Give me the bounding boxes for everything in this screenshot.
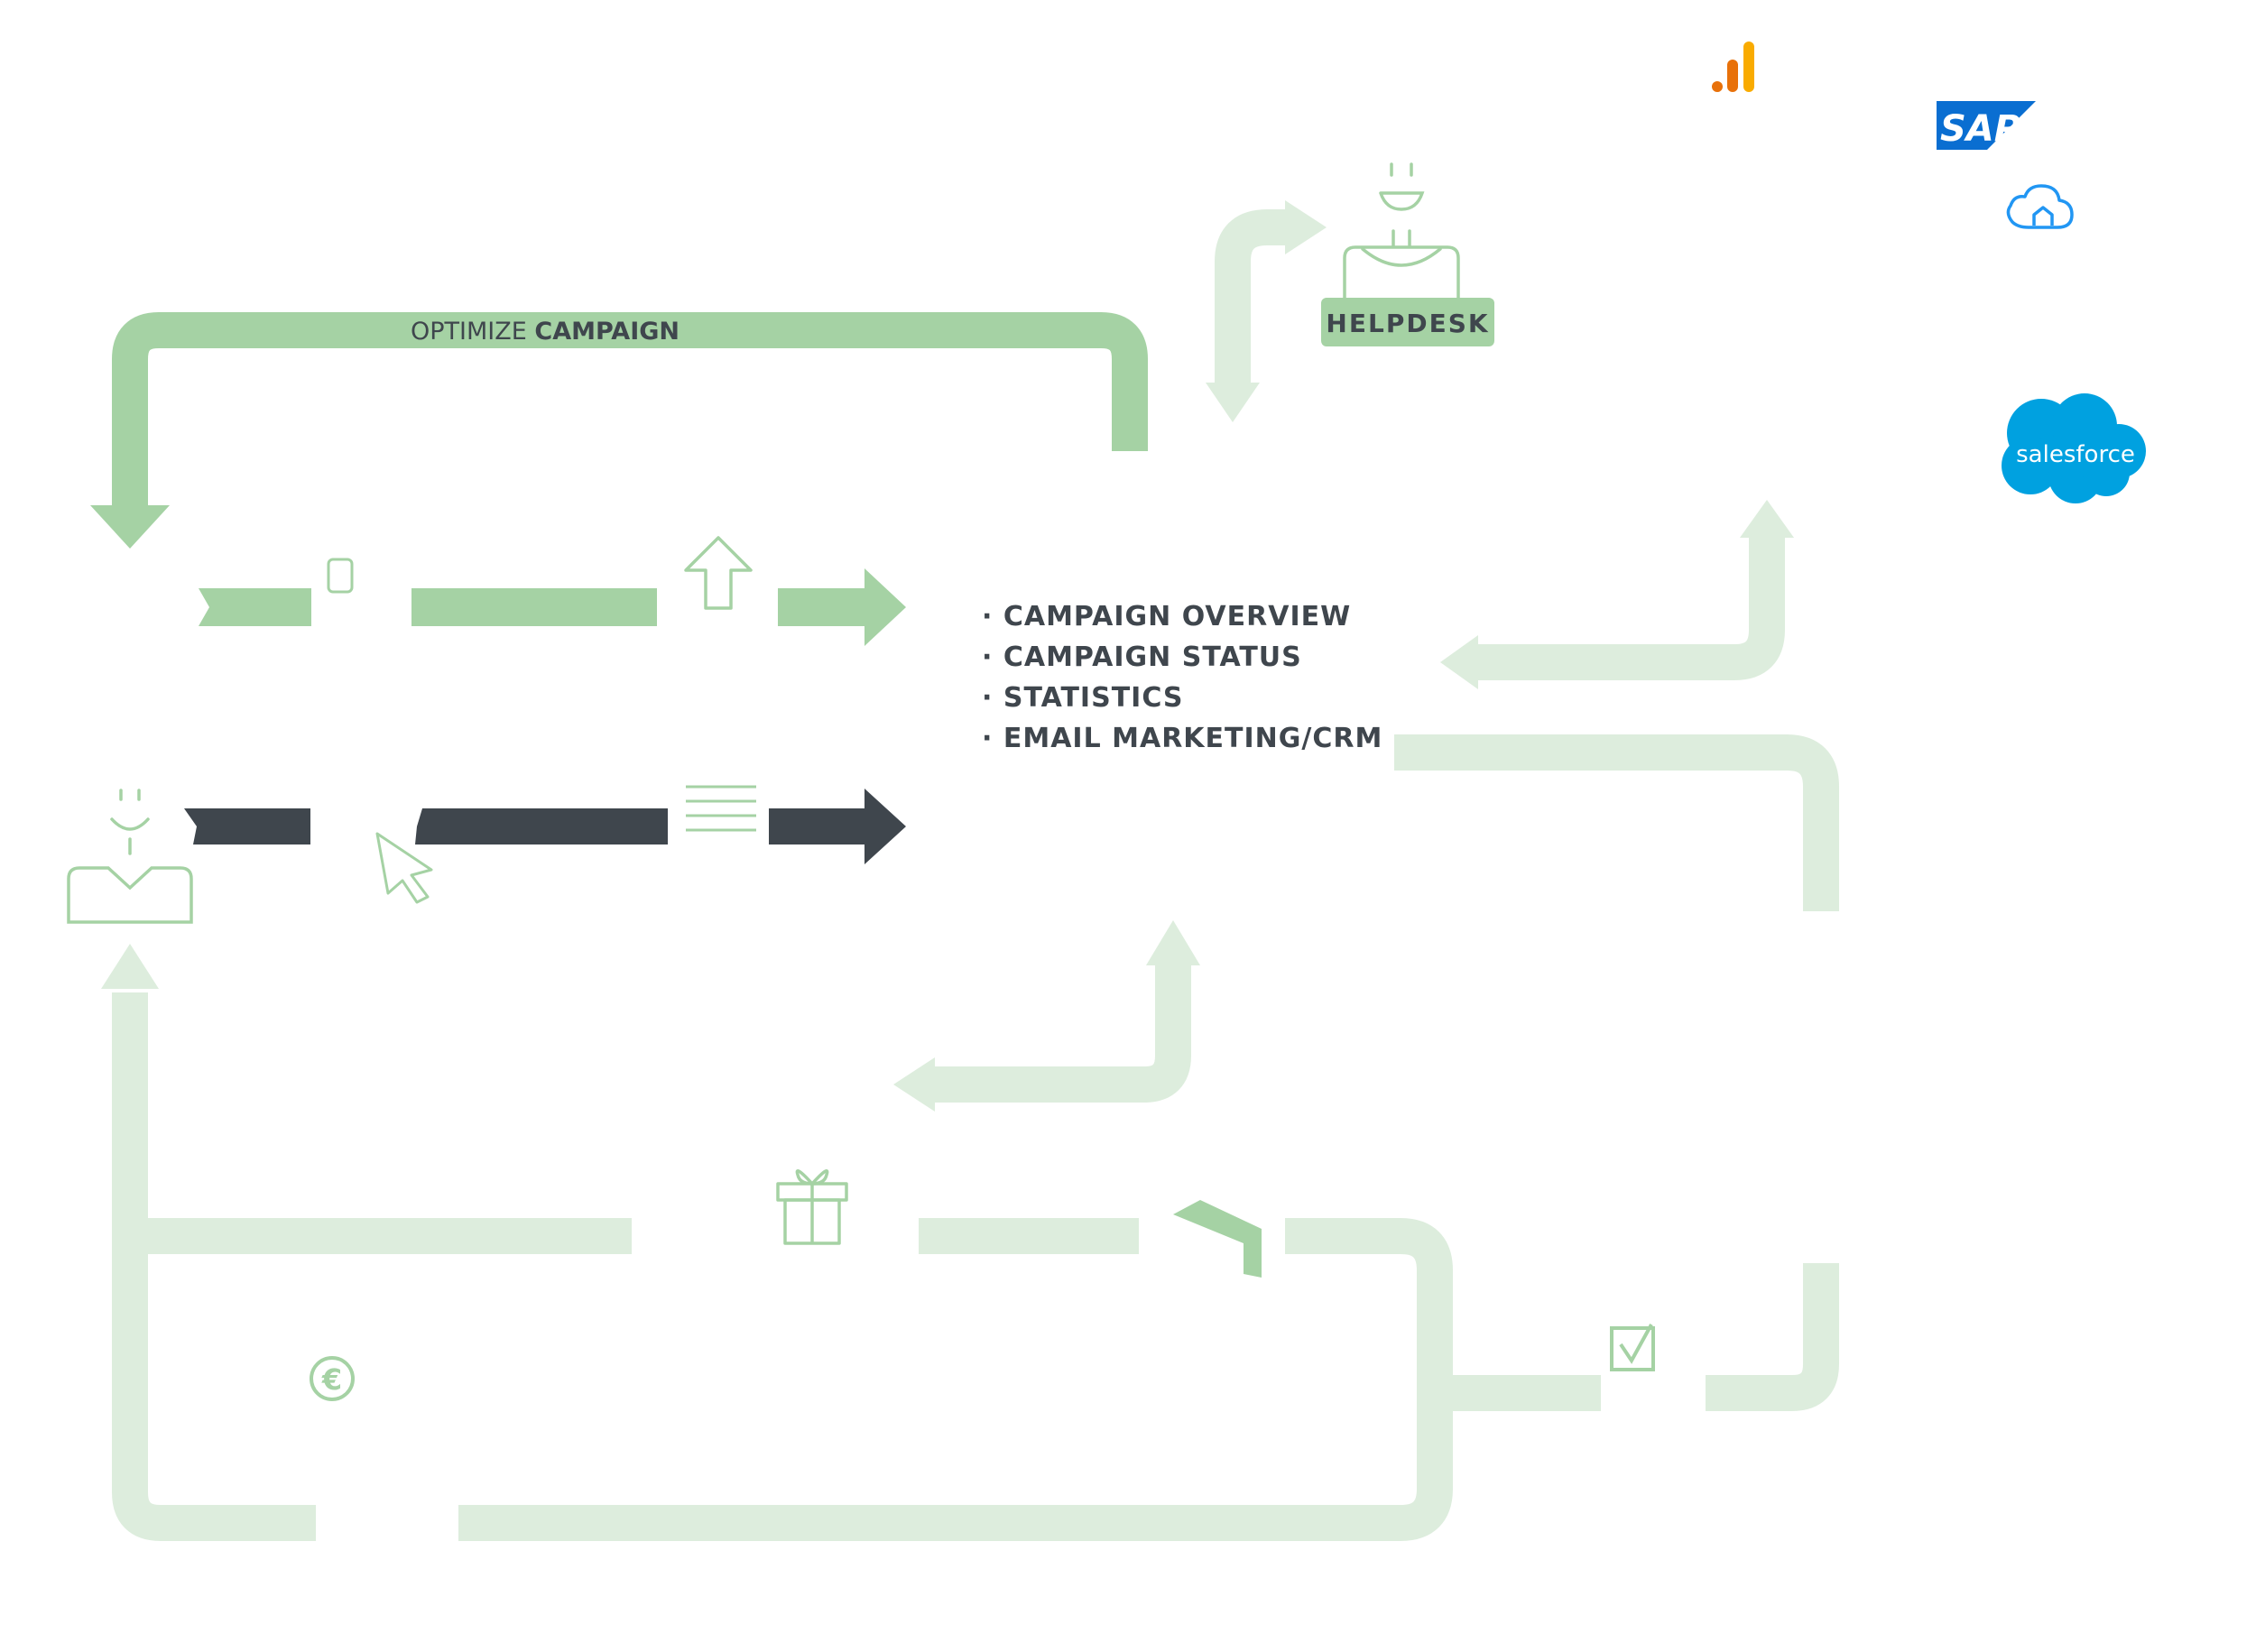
helpdesk-right-arrowhead bbox=[1285, 200, 1327, 254]
helpdesk-badge bbox=[1321, 298, 1494, 346]
cloud-icon bbox=[2006, 184, 2074, 229]
user-person-icon bbox=[67, 789, 193, 924]
green-flow-arrowhead bbox=[864, 568, 906, 646]
overview-item-statistics: · STATISTICS bbox=[982, 682, 1184, 714]
euro-coin-icon: € bbox=[310, 1356, 355, 1401]
helpdesk-agent-icon bbox=[1343, 162, 1460, 300]
dark-flow-segment-3 bbox=[769, 808, 868, 844]
optimize-loop-line bbox=[112, 312, 1148, 505]
helpdesk-label: HELPDESK bbox=[1326, 309, 1489, 338]
optimize-label: OPTIMIZE CAMPAIGN bbox=[411, 318, 680, 346]
optimize-down-arrowhead bbox=[90, 505, 170, 549]
middle-return-line bbox=[929, 964, 1191, 1103]
gift-icon bbox=[776, 1169, 848, 1245]
text-lines-icon bbox=[686, 785, 756, 832]
overview-item-campaign-status: · CAMPAIGN STATUS bbox=[982, 641, 1302, 673]
bottom-loop-top-right bbox=[458, 1218, 1453, 1541]
crm-left-arrowhead bbox=[1440, 635, 1478, 689]
green-flow-segment-3 bbox=[778, 588, 868, 626]
sap-up-arrowhead bbox=[1740, 500, 1794, 538]
green-flow-segment-2 bbox=[411, 588, 657, 626]
salesforce-logo: salesforce bbox=[2002, 393, 2146, 503]
checkbox-icon bbox=[1610, 1324, 1655, 1371]
light-arrowheads bbox=[101, 200, 1794, 1112]
helpdesk-down-arrowhead bbox=[1206, 383, 1260, 422]
bottom-loop-left bbox=[112, 992, 316, 1541]
dark-flow-segment-1 bbox=[184, 808, 310, 844]
dark-flow-segment-2 bbox=[415, 808, 668, 844]
crm-return-line bbox=[1471, 532, 1785, 680]
right-outer-loop-bottom bbox=[1706, 1263, 1839, 1411]
sap-logo: SAP bbox=[1937, 101, 2036, 150]
cursor-pointer-icon bbox=[375, 832, 433, 904]
dark-flow-arrow bbox=[184, 789, 906, 864]
optimize-campaign-loop: OPTIMIZE CAMPAIGN bbox=[90, 312, 1148, 549]
right-outer-loop-top bbox=[1394, 734, 1839, 911]
middle-left-arrowhead bbox=[893, 1057, 935, 1112]
google-analytics-logo bbox=[1712, 42, 1754, 92]
dark-flow-arrowhead bbox=[864, 789, 906, 864]
green-flow-segment-1 bbox=[199, 588, 311, 626]
overview-item-campaign-overview: · CAMPAIGN OVERVIEW bbox=[982, 601, 1351, 632]
middle-up-arrowhead bbox=[1146, 920, 1200, 965]
salesforce-logo-text: salesforce bbox=[2016, 441, 2135, 468]
green-chevron-mark bbox=[1173, 1200, 1262, 1278]
upload-arrow-icon bbox=[684, 536, 753, 610]
user-up-arrowhead bbox=[101, 944, 159, 989]
campaign-overview-list: · CAMPAIGN OVERVIEW · CAMPAIGN STATUS · … bbox=[982, 601, 1382, 754]
mobile-phone-icon bbox=[327, 558, 354, 594]
light-flow-lines bbox=[112, 209, 1839, 1541]
overview-item-email-marketing: · EMAIL MARKETING/CRM bbox=[982, 723, 1382, 754]
sap-logo-text: SAP bbox=[1940, 108, 2020, 150]
helpdesk-connector-line bbox=[1215, 209, 1290, 388]
svg-text:€: € bbox=[321, 1362, 342, 1397]
green-flow-arrow bbox=[199, 568, 906, 646]
